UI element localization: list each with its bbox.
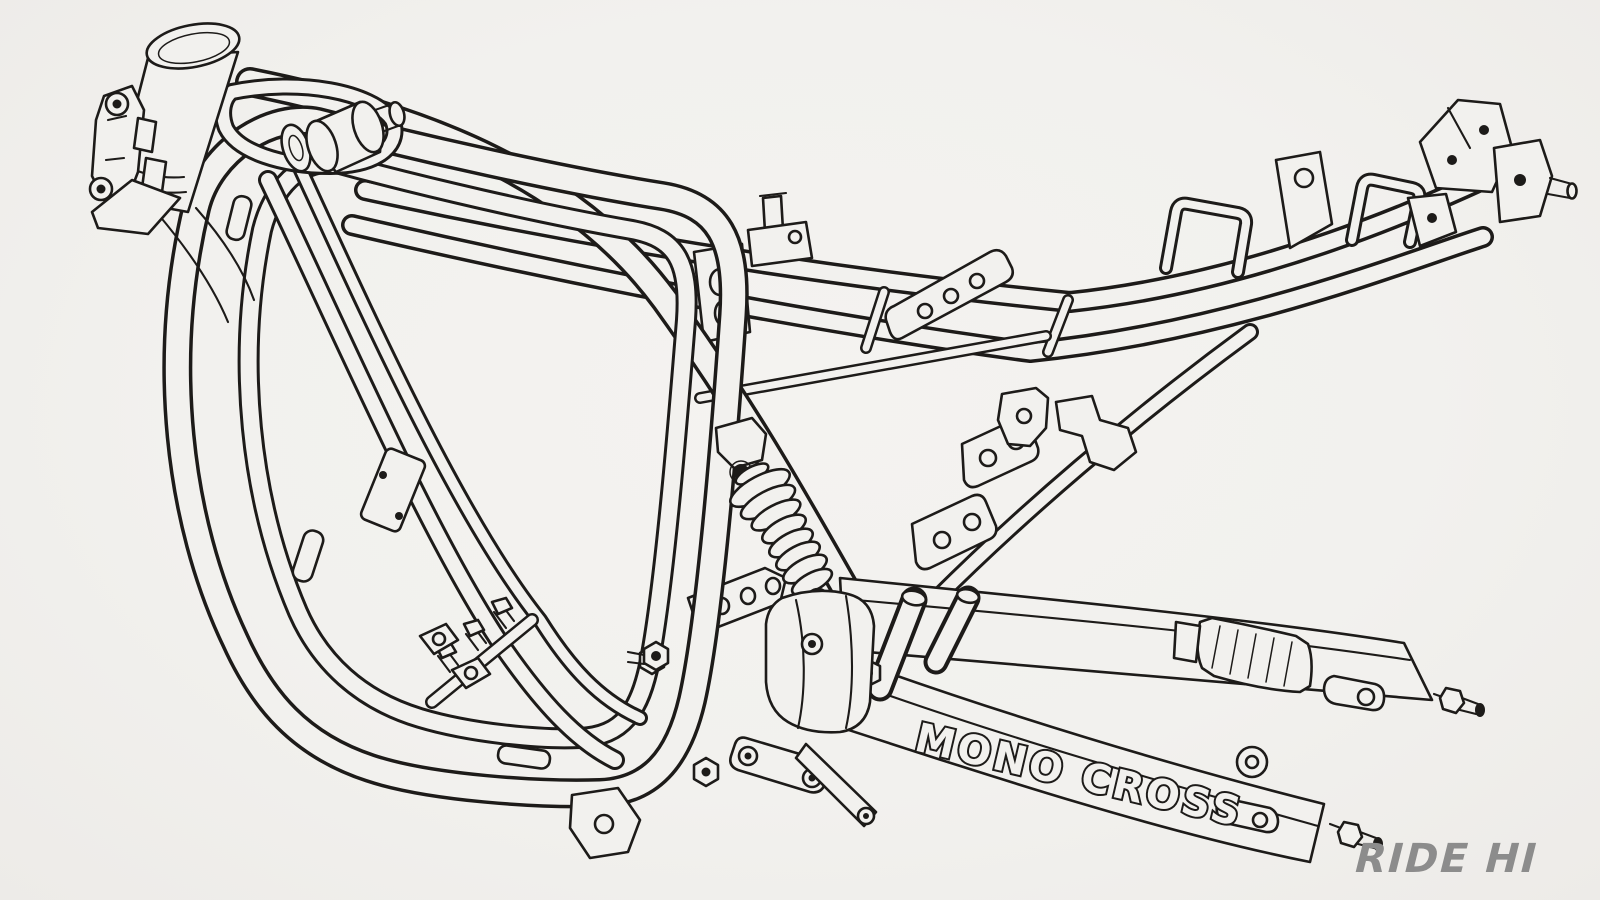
swingarm-pivot-block xyxy=(626,589,876,734)
tank-loop-and-mount-bushing xyxy=(214,77,406,175)
swingarm: MONO CROSS xyxy=(626,576,1485,864)
rear-stay-tube xyxy=(694,330,1052,404)
suspension-linkage xyxy=(692,736,878,828)
rear-lower-stay xyxy=(910,323,1259,609)
tail-bracket-cluster xyxy=(1406,98,1578,248)
ride-hi-watermark: RIDE HI xyxy=(1350,835,1544,882)
chain-slider-pad xyxy=(1172,616,1313,694)
axle-adjuster-lower xyxy=(1215,745,1383,851)
axle-adjuster-upper xyxy=(1322,674,1485,717)
head-tube-clevis-brackets xyxy=(88,84,182,236)
main-cradle-loop xyxy=(162,105,749,860)
swingarm-lower-arm xyxy=(816,650,1326,864)
rear-subframe-rails xyxy=(341,157,1519,363)
